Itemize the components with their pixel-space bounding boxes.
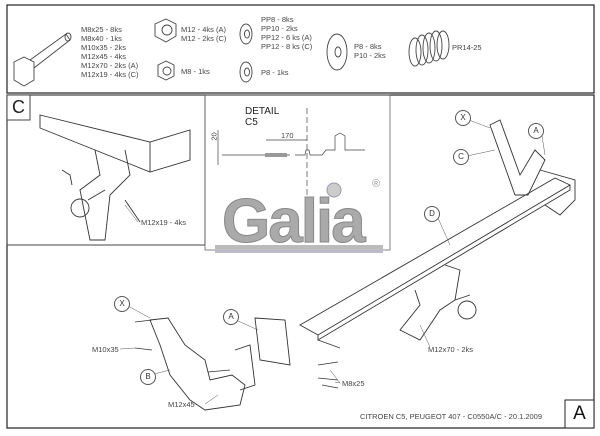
detail-title: DETAIL C5	[245, 106, 279, 128]
svg-text:Galia: Galia	[222, 187, 366, 256]
nut-item: M12 - 2ks (C)	[181, 34, 227, 43]
spring-label: PR14-25	[452, 43, 482, 52]
callout-a-left: A	[223, 309, 239, 325]
detail-profile	[217, 108, 365, 200]
main-crossbar	[149, 119, 576, 411]
spring-washer-list: PP8 - 8ks PP10 - 2ks PP12 - 6 ks (A) PP1…	[261, 15, 312, 51]
label-m12x70: M12x70 - 2ks	[428, 345, 474, 354]
washer-item: PP10 - 2ks	[261, 24, 298, 33]
inset-c-label-box	[6, 94, 31, 121]
callout-x-left: X	[114, 296, 130, 312]
washer-item: PP12 - 6 ks (A)	[261, 33, 312, 42]
detail-title-line: C5	[245, 117, 258, 128]
nut-m8-icon	[157, 60, 175, 81]
footer-title: CITROEN C5, PEUGEOT 407 - C0550A/C - 20.…	[360, 412, 543, 421]
inset-c-label: C	[12, 97, 25, 117]
label-m12x45: M12x45	[168, 400, 195, 409]
washer-p8-icon	[239, 61, 253, 83]
flat-washer-icon	[326, 33, 348, 71]
washer-item: PP12 - 8 ks (C)	[261, 42, 313, 51]
washer-item: P10 - 2ks	[354, 51, 386, 60]
inset-c-bolt-label: M12x19 - 4ks	[141, 218, 187, 227]
main-frame	[6, 94, 595, 429]
label-m10x35: M10x35	[92, 345, 119, 354]
parts-frame	[6, 4, 595, 94]
bolt-item: M12x70 - 2ks (A)	[81, 61, 139, 70]
callout-c-top: C	[453, 149, 469, 165]
washer-item: P8 - 8ks	[354, 42, 382, 51]
detail-dim-length: 170	[281, 131, 294, 140]
spring-icon	[408, 30, 450, 67]
callout-b: B	[140, 369, 156, 385]
bolt-list: M8x25 - 8ks M8x40 - 1ks M10x35 - 2ks M12…	[81, 25, 139, 79]
leader-lines	[119, 119, 546, 405]
detail-dim-height: 20	[209, 132, 219, 141]
galia-logo: Galia	[215, 182, 383, 257]
fasteners	[134, 319, 341, 389]
detail-title-line: DETAIL	[245, 106, 280, 117]
variant-label: A	[573, 403, 586, 424]
spring-washer-icon	[239, 23, 253, 45]
inset-c-crossbar	[39, 114, 191, 241]
bolt-item: M12x19 - 4ks (C)	[81, 70, 139, 79]
callout-d: D	[424, 206, 440, 222]
bolt-icon	[13, 32, 72, 87]
bolt-item: M10x35 - 2ks	[81, 43, 127, 52]
callout-a-top: A	[528, 123, 544, 139]
bolt-item: M12x45 - 4ks	[81, 52, 127, 61]
nut-m12-list: M12 - 4ks (A) M12 - 2ks (C)	[181, 25, 226, 43]
bolt-item: M8x25 - 8ks	[81, 25, 122, 34]
nut-m12-icon	[154, 18, 177, 43]
variant-box	[564, 399, 595, 429]
nut-m8-label: M8 - 1ks	[181, 67, 210, 76]
nut-item: M12 - 4ks (A)	[181, 25, 227, 34]
flat-washer-list: P8 - 8ks P10 - 2ks	[354, 42, 386, 60]
bolt-item: M8x40 - 1ks	[81, 34, 122, 43]
washer-item: PP8 - 8ks	[261, 15, 294, 24]
registered-mark: ®	[372, 178, 381, 190]
label-m8x25: M8x25	[342, 379, 365, 388]
callout-x-top: X	[455, 110, 471, 126]
washer-p8-label: P8 - 1ks	[261, 68, 289, 77]
